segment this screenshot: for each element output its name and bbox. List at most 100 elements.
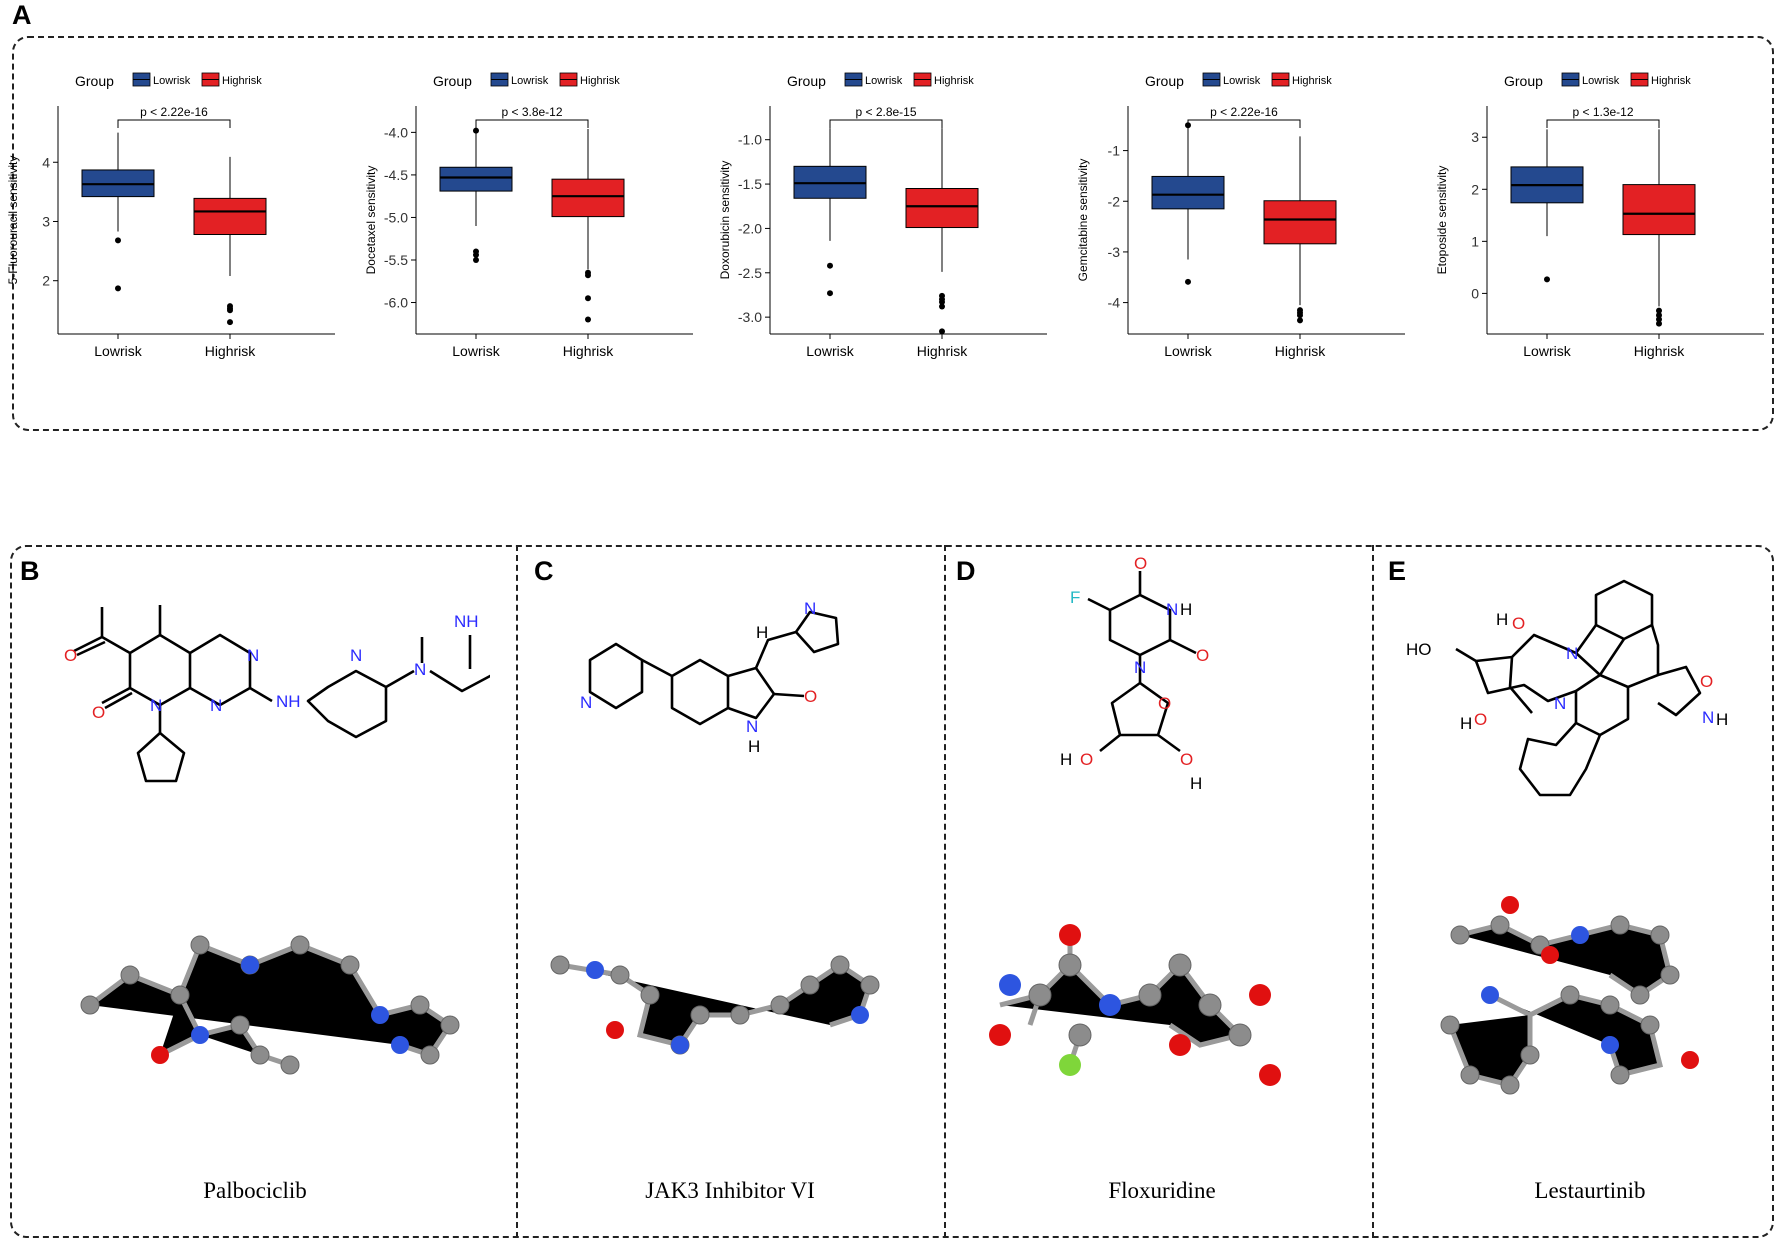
lestaurtinib-2d-structure: N N O H O N H HO H O: [1406, 579, 1728, 797]
atom-o: O: [1180, 750, 1193, 769]
outlier-point: [1297, 317, 1303, 324]
outlier-point: [115, 285, 121, 292]
y-axis-label: Etoposide sensitivity: [1435, 166, 1449, 275]
outlier-point: [227, 307, 233, 314]
x-tick-label: Lowrisk: [806, 343, 854, 359]
outlier-point: [827, 290, 833, 297]
x-tick-label: Lowrisk: [1523, 343, 1571, 359]
atom-o: O: [1158, 694, 1171, 713]
atom-n: N: [1566, 644, 1578, 663]
panel-letter-e: E: [1388, 556, 1407, 586]
significance-bracket: [117, 119, 231, 128]
atom-n: N: [1554, 694, 1566, 713]
y-tick-label: -6.0: [384, 295, 408, 311]
atom-n: N: [350, 646, 362, 665]
box-highrisk: [1622, 184, 1696, 236]
outlier-point: [827, 262, 833, 269]
y-tick-label: -2.5: [738, 265, 762, 281]
p-value-label: p < 2.8e-15: [855, 105, 916, 119]
box-lowrisk: [439, 166, 513, 192]
y-tick-label: -5.0: [384, 209, 408, 225]
atom-n: N: [210, 696, 222, 715]
y-tick-label: 3: [1471, 129, 1479, 145]
y-axis-label: Doxorubicin sensitivity: [718, 161, 732, 280]
x-tick-label: Lowrisk: [94, 343, 142, 359]
outlier-point: [115, 237, 121, 244]
divider-c-d: [944, 545, 946, 1238]
atom-n: N: [150, 696, 162, 715]
y-tick-label: 0: [1471, 285, 1479, 301]
atom-h: H: [1716, 710, 1728, 729]
y-tick-label: -4.5: [384, 167, 408, 183]
jak3-inhibitor-3d-model: [550, 955, 880, 1055]
y-tick-label: -3: [1108, 244, 1121, 260]
y-tick-label: 1: [1471, 233, 1479, 249]
atom-o: O: [64, 646, 77, 665]
atom-o: O: [1700, 672, 1713, 691]
significance-bracket: [475, 119, 589, 128]
atom-ho: HO: [1406, 640, 1432, 659]
panel-letter-d: D: [956, 556, 976, 586]
atom-f: F: [1070, 588, 1080, 607]
atom-h: H: [1496, 610, 1508, 629]
legend-title: Group: [75, 73, 114, 89]
y-tick-label: 3: [42, 213, 50, 229]
box-highrisk: [905, 188, 979, 229]
p-value-label: p < 3.8e-12: [501, 105, 562, 119]
y-tick-label: -1.0: [738, 132, 762, 148]
legend-title: Group: [787, 73, 826, 89]
drug-name-floxuridine: Floxuridine: [1108, 1178, 1216, 1203]
box-highrisk: [193, 197, 267, 236]
significance-bracket: [1546, 119, 1660, 128]
outlier-point: [939, 328, 945, 335]
legend-title: Group: [433, 73, 472, 89]
outlier-point: [939, 299, 945, 306]
atom-n: N: [804, 600, 816, 618]
outlier-point: [1656, 320, 1662, 327]
y-tick-label: -2.0: [738, 220, 762, 236]
floxuridine-2d-structure: O N H O F N O H O O H: [1060, 555, 1209, 793]
atom-n: N: [247, 646, 259, 665]
outlier-point: [1297, 312, 1303, 319]
atom-o: O: [1474, 710, 1487, 729]
atom-h: H: [756, 623, 768, 642]
y-axis-label: Gemcitabine sensitivity: [1076, 159, 1090, 282]
y-tick-label: 2: [42, 273, 50, 289]
atom-h: H: [1060, 750, 1072, 769]
legend-label-lowrisk: Lowrisk: [865, 75, 903, 87]
outlier-point: [1544, 276, 1550, 283]
divider-d-e: [1372, 545, 1374, 1238]
atom-n: N: [746, 717, 758, 736]
p-value-label: p < 1.3e-12: [1572, 105, 1633, 119]
atom-n: N: [580, 693, 592, 712]
atom-h: H: [1180, 600, 1192, 619]
x-tick-label: Lowrisk: [1164, 343, 1212, 359]
x-tick-label: Highrisk: [1275, 343, 1327, 359]
legend-label-highrisk: Highrisk: [1651, 75, 1691, 87]
x-tick-label: Highrisk: [1634, 343, 1686, 359]
drug-name-jak3-inhibitor-vi: JAK3 Inhibitor VI: [645, 1178, 815, 1203]
panel-bcde-frame: [10, 545, 1774, 1238]
x-tick-label: Highrisk: [917, 343, 969, 359]
y-tick-label: -1.5: [738, 176, 762, 192]
y-tick-label: -5.5: [384, 252, 408, 268]
significance-bracket: [829, 119, 943, 128]
jak3-inhibitor-2d-structure: N N H O H N: [580, 600, 840, 756]
x-tick-label: Highrisk: [205, 343, 257, 359]
panel-a-frame: [12, 36, 1774, 431]
outlier-point: [939, 303, 945, 310]
outlier-point: [473, 251, 479, 258]
outlier-point: [585, 316, 591, 323]
y-tick-label: -1: [1108, 143, 1121, 159]
box-lowrisk: [1151, 175, 1225, 210]
atom-h: H: [1460, 714, 1472, 733]
legend-label-lowrisk: Lowrisk: [1582, 75, 1620, 87]
outlier-point: [1656, 312, 1662, 319]
palbociclib-2d-structure: O O N N N NH N N NH: [64, 605, 490, 783]
outlier-point: [227, 319, 233, 326]
